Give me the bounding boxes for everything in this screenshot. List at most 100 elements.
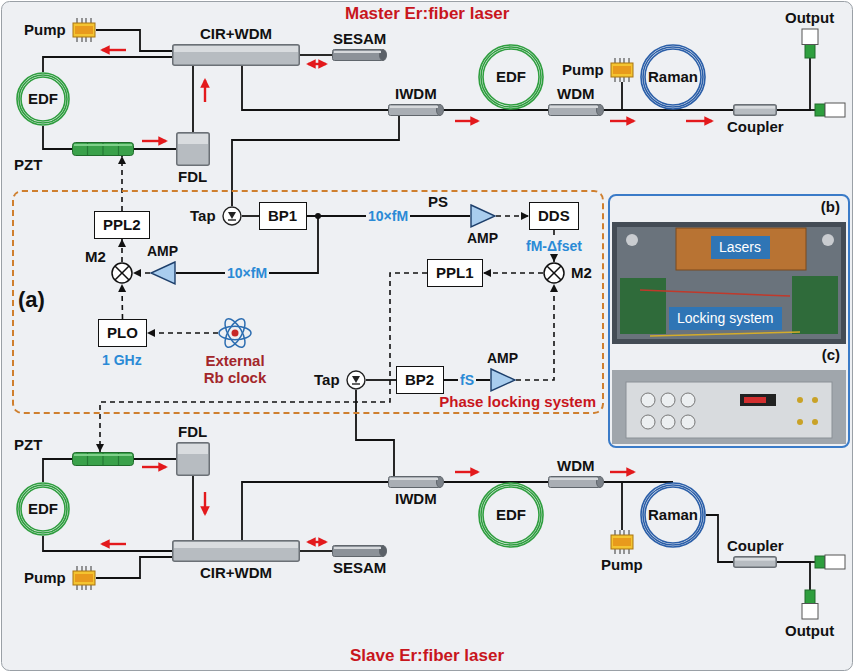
component-label: SESAM (333, 559, 386, 576)
component-label: Pump (601, 556, 643, 573)
connector-line (777, 58, 810, 110)
rb-clock-icon: External Rb clock (218, 316, 252, 350)
pzt-stretcher: PZT (72, 452, 134, 466)
pump-diode: Pump (72, 566, 96, 590)
photo-tag: Lasers (711, 236, 770, 259)
box-label: BP1 (268, 207, 298, 224)
component-label: External Rb clock (198, 352, 272, 387)
arrowhead (483, 269, 491, 277)
connector-line (192, 66, 194, 132)
component-box: CIR+WDM (172, 540, 300, 562)
fiber-connector (604, 82, 622, 110)
fiber-coil: EDF (478, 44, 544, 110)
fiber-connector (300, 551, 332, 552)
pump-diode: Pump (610, 58, 634, 82)
pzt-stretcher-outline (72, 142, 134, 156)
component-label: Coupler (727, 118, 784, 135)
panel-letter: (a) (18, 287, 45, 312)
mixer-symbol-outline (111, 262, 133, 284)
amplifier-triangle: AMP (470, 204, 496, 228)
signal-label: 10×fM (366, 208, 410, 224)
component-box: FDL (176, 132, 210, 166)
connector-line (232, 116, 399, 206)
region-label: (b) (821, 198, 840, 215)
connector-line (444, 481, 511, 483)
connector-line (192, 476, 194, 540)
process-box: PPL2 (94, 211, 150, 239)
fiber-connector (777, 562, 810, 590)
signal-connector (96, 273, 427, 452)
mixer-symbol: M2 (543, 262, 565, 284)
component-box-outline (172, 540, 300, 562)
connector-line (483, 272, 543, 274)
output-connector-outline (797, 28, 823, 58)
box-label: PPL2 (103, 216, 141, 233)
connector-line (43, 57, 172, 72)
component-label: CIR+WDM (200, 25, 272, 42)
connector-line (604, 82, 622, 110)
component-box-outline (733, 556, 777, 568)
fiber-component-outline (332, 49, 387, 61)
connector-line (147, 332, 218, 334)
component-label: Raman (648, 68, 698, 85)
amplifier-triangle: AMP (150, 261, 176, 285)
fiber-connector (232, 116, 399, 206)
photo-tag-label: Lasers (719, 239, 762, 255)
fiber-connector (242, 216, 259, 217)
component-box-outline (733, 104, 777, 116)
component-label: WDM (557, 457, 595, 474)
frequency-label: 1 GHz (102, 352, 142, 368)
pump-diode: Pump (610, 530, 634, 554)
connector-line (604, 482, 622, 530)
section-title: Master Er:fiber laser (345, 4, 509, 24)
amplifier-triangle-outline (150, 261, 176, 285)
fiber-connector (444, 482, 511, 483)
connector-line (43, 536, 172, 551)
connector-line (300, 550, 332, 552)
component-label: FDL (178, 168, 207, 185)
component-box-outline (176, 442, 210, 476)
signal-connector (133, 269, 150, 277)
fiber-connector (604, 482, 622, 530)
component-label: PZT (14, 436, 42, 453)
mixer-symbol-outline (543, 262, 565, 284)
output-connector: Output (797, 590, 823, 620)
output-connector-outline (797, 590, 823, 620)
connector-line (43, 126, 72, 149)
fiber-component-outline (388, 476, 444, 488)
signal-label: fS (458, 372, 476, 388)
fiber-component-outline (548, 476, 604, 488)
connector-line (242, 215, 259, 217)
arrowhead (118, 156, 126, 164)
fiber-connector (43, 126, 72, 149)
connector-line (604, 109, 673, 111)
component-box: Coupler (733, 104, 777, 116)
arrowhead (133, 269, 141, 277)
component-label: PZT (14, 156, 42, 173)
component-label: IWDM (395, 85, 437, 102)
fiber-connector (193, 476, 194, 540)
photo-tag: Locking system (669, 307, 782, 330)
fiber-connector (356, 390, 394, 476)
photodiode: Tap (346, 370, 366, 390)
connector-line (134, 148, 176, 150)
signal-connector (516, 284, 558, 380)
region-label: PS (428, 193, 448, 210)
connector-line (356, 390, 394, 476)
photodiode-outline (222, 206, 242, 226)
fiber-connector (43, 459, 72, 482)
fiber-coil: EDF (16, 482, 70, 536)
fiber-coil: EDF (16, 72, 70, 126)
component-label: EDF (496, 506, 526, 523)
phase-locking-region: PSPhase locking systemTapBP1AMPDDSM2PPL1… (12, 190, 604, 414)
connector-line (96, 557, 172, 578)
fiber-connector (511, 110, 548, 111)
fiber-connector (242, 482, 388, 540)
component-box: Coupler (733, 556, 777, 568)
arrowhead (550, 284, 558, 292)
box-label: PPL1 (436, 264, 474, 281)
process-box: BP1 (259, 202, 307, 230)
fiber-component: IWDM (388, 476, 444, 488)
component-label: AMP (487, 350, 518, 366)
